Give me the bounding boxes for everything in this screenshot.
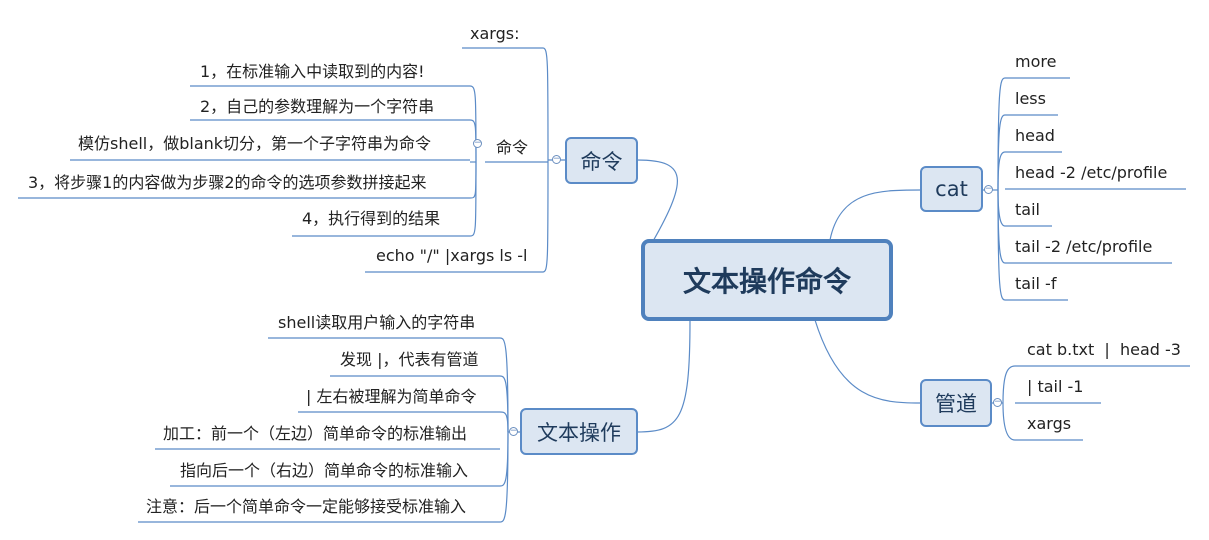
minus-circle-icon[interactable]: − <box>993 397 1002 407</box>
connector-root-guandao <box>814 319 921 404</box>
cat-item: head -2 /etc/profile <box>1015 163 1168 182</box>
mingling-sub-item: 3，将步骤1的内容做为步骤2的命令的选项参数拼接起来 <box>28 173 427 192</box>
wenben-item: 发现 |，代表有管道 <box>340 350 479 369</box>
connector-root-mingling <box>636 159 678 261</box>
mingling-sub-item: 2，自己的参数理解为一个字符串 <box>200 97 435 116</box>
connector-root-cat <box>829 189 921 241</box>
mingling-sub-item: 1，在标准输入中读取到的内容! <box>200 62 425 81</box>
cat-item: tail -2 /etc/profile <box>1015 237 1153 256</box>
branch-wenben-label: 文本操作 <box>537 420 621 445</box>
cat-item: tail <box>1015 200 1040 219</box>
branch-cat[interactable]: cat <box>920 166 983 212</box>
branch-cat-label: cat <box>935 177 968 201</box>
wenben-item: 指向后一个（右边）简单命令的标准输入 <box>180 461 469 480</box>
minus-circle-icon[interactable]: − <box>984 184 993 194</box>
mingling-sub-item: 4，执行得到的结果 <box>302 209 441 228</box>
root-topic-label: 文本操作命令 <box>682 265 851 298</box>
minus-circle-icon[interactable]: − <box>509 426 518 436</box>
connector-root-wenben <box>636 319 691 433</box>
mingling-top-item: xargs: <box>470 24 520 43</box>
cat-item: tail -f <box>1015 274 1057 293</box>
branch-mingling[interactable]: 命令 <box>565 137 638 184</box>
branch-mingling-label: 命令 <box>580 149 623 174</box>
cat-item: less <box>1015 89 1046 108</box>
minus-circle-icon[interactable]: − <box>552 154 561 164</box>
mingling-bottom-item: echo "/" |xargs ls -l <box>376 246 528 265</box>
guandao-item: cat b.txt | head -3 <box>1027 340 1181 359</box>
wenben-item: 注意：后一个简单命令一定能够接受标准输入 <box>146 497 467 516</box>
guandao-item: xargs <box>1027 414 1072 433</box>
cat-item: more <box>1015 52 1057 71</box>
mingling-sub-item: 模仿shell，做blank切分，第一个子字符串为命令 <box>78 134 432 153</box>
root-topic[interactable]: 文本操作命令 <box>641 239 893 321</box>
minus-circle-icon[interactable]: − <box>473 138 482 148</box>
mingling-sub-label: 命令 <box>496 138 529 157</box>
wenben-item: | 左右被理解为简单命令 <box>306 387 477 406</box>
cat-item: head <box>1015 126 1055 145</box>
branch-guandao[interactable]: 管道 <box>920 379 992 427</box>
branch-guandao-label: 管道 <box>935 392 977 416</box>
wenben-item: shell读取用户输入的字符串 <box>278 313 476 332</box>
branch-wenben[interactable]: 文本操作 <box>520 408 638 455</box>
guandao-item: | tail -1 <box>1027 377 1084 396</box>
wenben-item: 加工：前一个（左边）简单命令的标准输出 <box>163 424 468 443</box>
